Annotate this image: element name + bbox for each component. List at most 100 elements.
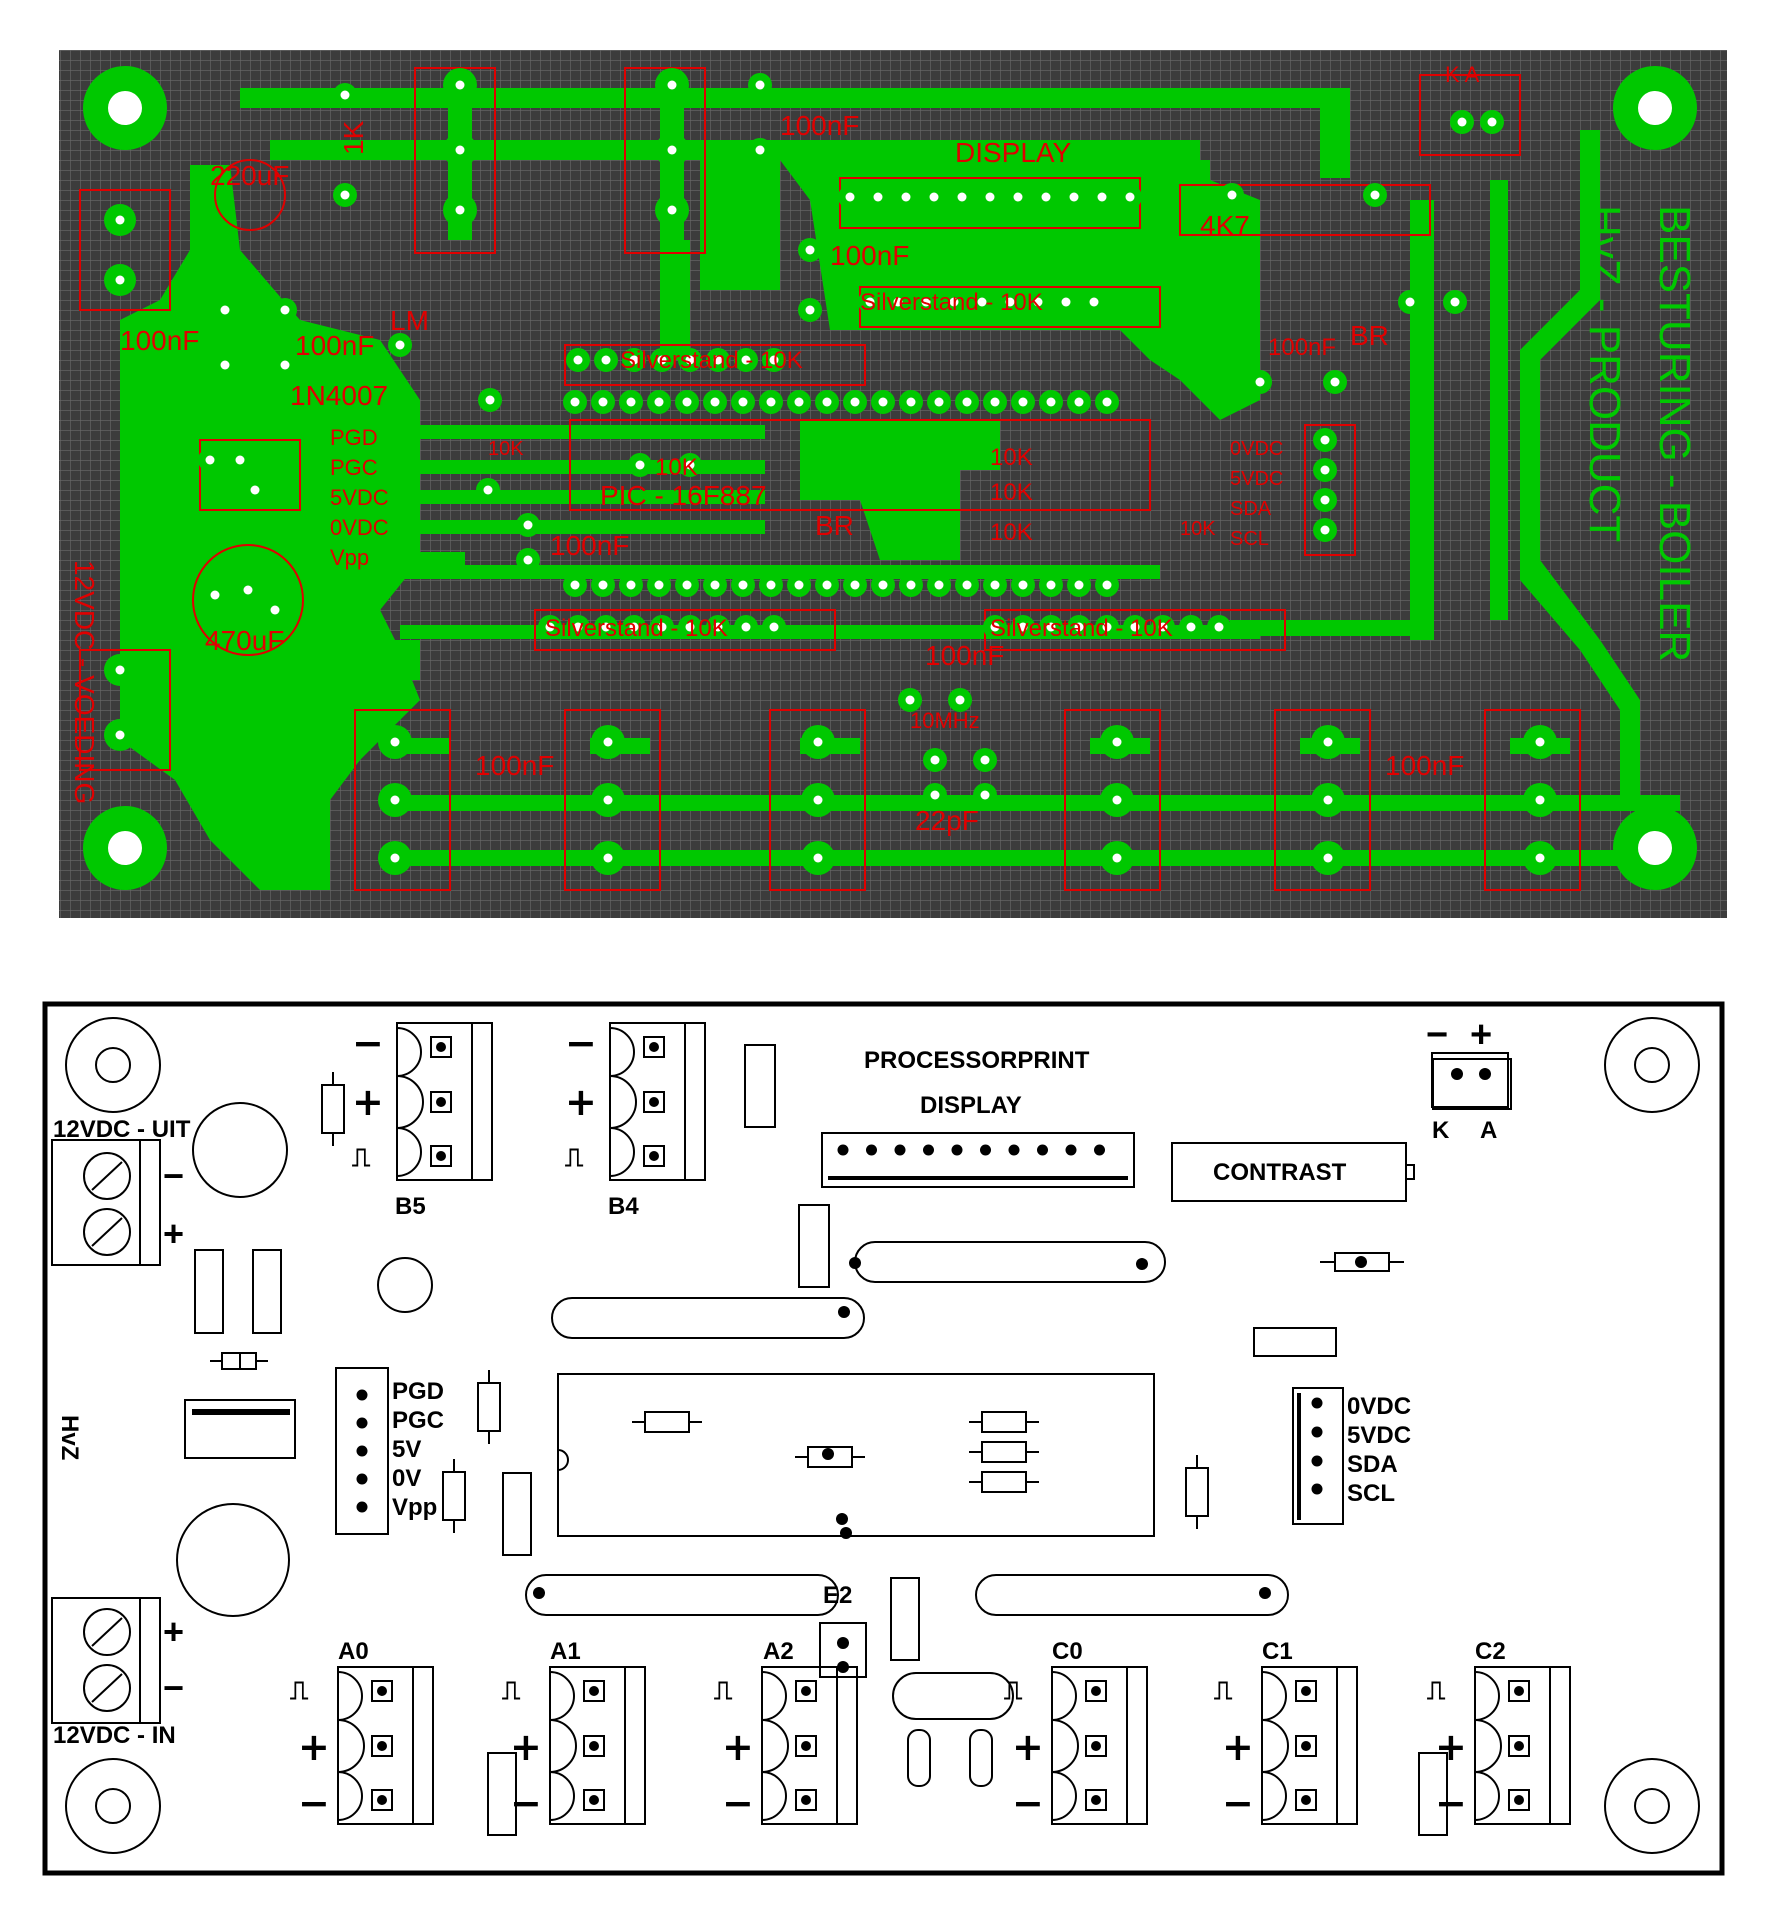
pad-hole: [573, 355, 583, 365]
pad-hole: [794, 580, 804, 590]
pad-hole: [713, 622, 723, 632]
label-470uf: 470uF: [205, 625, 284, 656]
pad-hole: [210, 590, 220, 600]
pad-hole: [755, 145, 765, 155]
pad-hole: [901, 192, 911, 202]
pad-hole: [955, 695, 965, 705]
pad-hole: [934, 397, 944, 407]
pad-hole: [1089, 297, 1099, 307]
label-100nf-h: 100nF: [475, 750, 554, 781]
pad-hole: [822, 397, 832, 407]
pad-hole: [990, 622, 1000, 632]
pad-hole: [1102, 622, 1112, 632]
label-silverstand-2: Silverstand - 10K: [620, 347, 803, 374]
pad-hole: [985, 192, 995, 202]
pad-hole: [1074, 580, 1084, 590]
pad-hole: [769, 622, 779, 632]
pad-hole: [340, 90, 350, 100]
pad-hole: [626, 580, 636, 590]
pad-hole: [657, 355, 667, 365]
pad-hole: [710, 580, 720, 590]
label-1k: 1K: [338, 120, 369, 155]
pad-hole: [1130, 622, 1140, 632]
pad-hole: [1097, 192, 1107, 202]
label-100nf-a: 100nF: [780, 110, 859, 141]
pad-hole: [603, 795, 613, 805]
pad-hole: [766, 580, 776, 590]
label-22pf: 22pF: [915, 805, 979, 836]
pad-hole: [930, 790, 940, 800]
pad-hole: [741, 622, 751, 632]
pad-hole: [1323, 737, 1333, 747]
pad-hole: [1405, 297, 1415, 307]
label-100nf-b: 100nF: [830, 240, 909, 271]
pad-hole: [930, 755, 940, 765]
label-10k-a: 10K: [488, 438, 524, 460]
pad-hole: [990, 397, 1000, 407]
pad-hole: [1320, 465, 1330, 475]
pad-hole: [769, 355, 779, 365]
label-100nf-g: 100nF: [925, 640, 1004, 671]
pad-hole: [1046, 397, 1056, 407]
pad-hole: [850, 580, 860, 590]
pad-hole: [805, 245, 815, 255]
pad-hole: [1074, 622, 1084, 632]
pad-hole: [713, 355, 723, 365]
pad-hole: [755, 80, 765, 90]
pad-hole: [523, 520, 533, 530]
pad-hole: [1227, 190, 1237, 200]
pad-hole: [280, 305, 290, 315]
label-5vdc: 5VDC: [330, 485, 389, 510]
pad-hole: [813, 737, 823, 747]
pad-hole: [1450, 297, 1460, 307]
pad-hole: [905, 695, 915, 705]
pad-hole: [243, 585, 253, 595]
pad-hole: [1158, 622, 1168, 632]
label-10mhz: 10MHz: [910, 708, 980, 733]
label-sig-0vdc: 0VDC: [1230, 438, 1283, 460]
label-k-a: K A: [1445, 62, 1480, 87]
label-100nf-i: 100nF: [1385, 750, 1464, 781]
pad-hole: [1046, 580, 1056, 590]
pad-hole: [390, 737, 400, 747]
pad-hole: [115, 665, 125, 675]
pad-hole: [878, 580, 888, 590]
label-4k7: 4K7: [1200, 210, 1250, 241]
pad-hole: [235, 455, 245, 465]
pad-hole: [682, 580, 692, 590]
label-220uf: 220uF: [210, 160, 289, 191]
pad-hole: [205, 455, 215, 465]
pad-hole: [934, 580, 944, 590]
pads: [104, 68, 1557, 875]
label-1n4007: 1N4007: [290, 380, 388, 411]
pad-hole: [1033, 297, 1043, 307]
pad-hole: [710, 397, 720, 407]
pad-hole: [1487, 117, 1497, 127]
label-silverstand-3: Silverstand - 10K: [545, 615, 728, 642]
pad-hole: [977, 297, 987, 307]
pad-hole: [738, 397, 748, 407]
pad-hole: [455, 205, 465, 215]
pad-hole: [629, 622, 639, 632]
label-silverstand-4: Silverstand - 10K: [990, 615, 1173, 642]
pad-hole: [893, 297, 903, 307]
pad-hole: [570, 580, 580, 590]
label-vpp: Vpp: [330, 545, 369, 570]
label-lm: LM: [390, 305, 429, 336]
label-sig-5vdc: 5VDC: [1230, 468, 1283, 490]
label-side-left: 12VDC - VOEDING: [69, 560, 100, 804]
pad-hole: [1005, 297, 1015, 307]
label-br1: BR: [815, 510, 854, 541]
pad-hole: [455, 80, 465, 90]
label-side-right-1: BESTURING - BOILER: [1650, 205, 1699, 662]
label-display: DISPLAY: [955, 137, 1072, 168]
pad-hole: [822, 580, 832, 590]
pad-hole: [685, 460, 695, 470]
pad-hole: [667, 145, 677, 155]
pad-hole: [603, 737, 613, 747]
pad-hole: [1018, 580, 1028, 590]
pad-hole: [390, 853, 400, 863]
pad-hole: [115, 275, 125, 285]
pad-hole: [1320, 525, 1330, 535]
copper-traces: [120, 88, 1680, 890]
